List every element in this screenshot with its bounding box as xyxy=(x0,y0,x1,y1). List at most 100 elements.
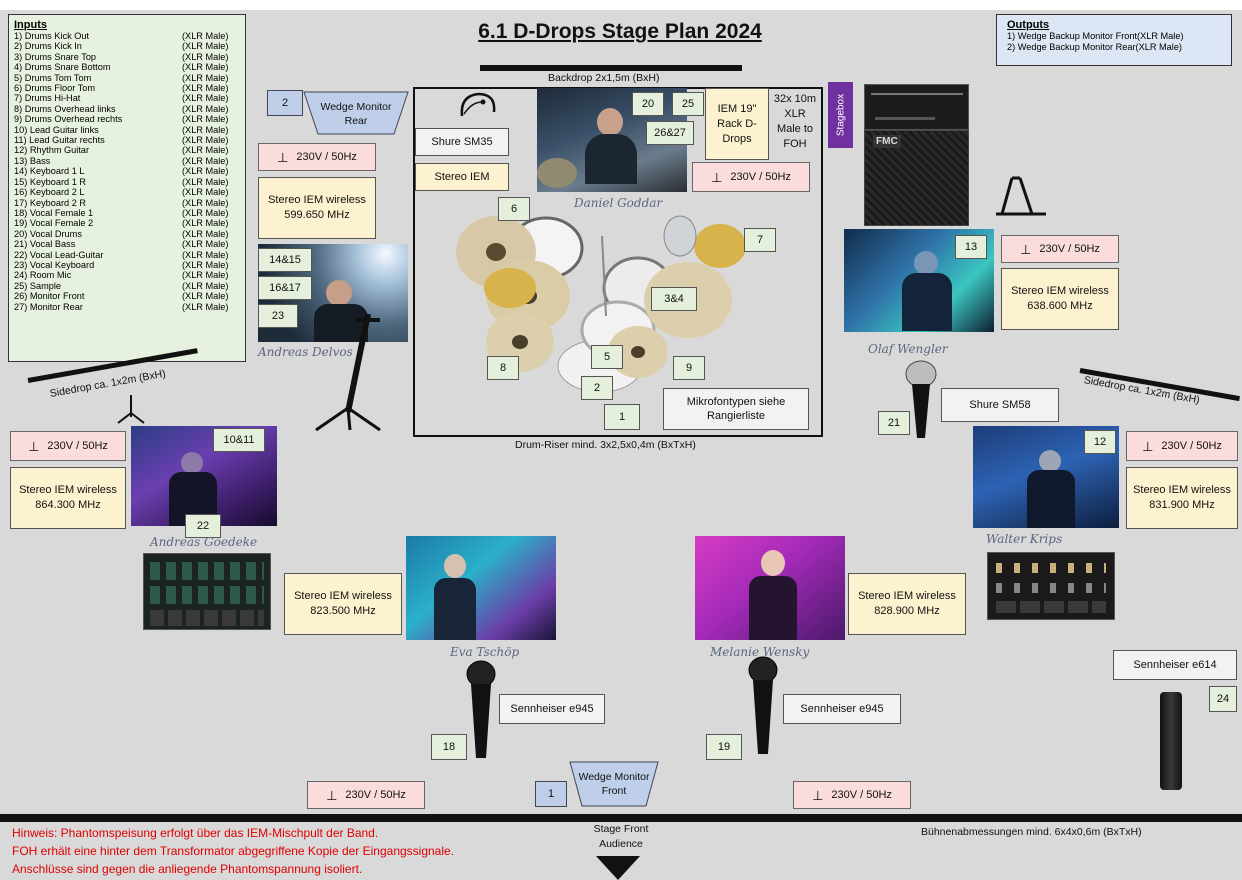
inputs-row: 8) Drums Overhead links(XLR Male) xyxy=(14,104,240,114)
iem-rack-box: IEM 19" Rack D-Drops xyxy=(705,88,769,160)
inputs-connector: (XLR Male) xyxy=(182,114,229,125)
amp-head-strip xyxy=(871,93,963,95)
note-line-2: FOH erhält eine hinter dem Transformator… xyxy=(12,844,455,858)
power-plug-icon: ⊥ xyxy=(28,438,40,454)
channel-2: 2 xyxy=(581,376,613,400)
inputs-connector: (XLR Male) xyxy=(182,145,229,156)
eva-photo xyxy=(406,536,556,640)
inputs-row: 25) Sample(XLR Male) xyxy=(14,281,240,291)
outputs-name: 2) Wedge Backup Monitor Rear xyxy=(1007,41,1136,52)
channel-9: 9 xyxy=(673,356,705,380)
singer-head xyxy=(444,554,466,578)
outputs-rows: 1) Wedge Backup Monitor Front(XLR Male)2… xyxy=(1007,31,1221,53)
inputs-name: 14) Keyboard 1 L xyxy=(14,166,85,177)
singer-head xyxy=(761,550,785,576)
power-label: 230V / 50Hz xyxy=(730,171,791,183)
backdrop-label: Backdrop 2x1,5m (BxH) xyxy=(548,72,660,84)
inputs-row: 3) Drums Snare Top(XLR Male) xyxy=(14,52,240,62)
inputs-row: 22) Vocal Lead-Guitar (XLR Male) xyxy=(14,250,240,260)
wedge-rear-number: 2 xyxy=(267,90,303,116)
mikrofontypen-note: Mikrofontypen siehe Rangierliste xyxy=(663,388,809,430)
wedge-front-shape xyxy=(569,761,659,807)
power-drums: ⊥ 230V / 50Hz xyxy=(692,162,810,192)
channel-23: 23 xyxy=(258,304,298,328)
inputs-connector: (XLR Male) xyxy=(182,301,229,312)
inputs-name: 18) Vocal Female 1 xyxy=(14,207,94,218)
e945-mic-melanie-icon xyxy=(748,656,778,754)
keyboarder-head xyxy=(326,280,352,306)
inputs-name: 3) Drums Snare Top xyxy=(14,51,97,62)
name-krips: Walter Krips xyxy=(986,532,1063,546)
sm58-mic-icon xyxy=(905,360,937,438)
amp-head-knobs xyxy=(875,117,935,120)
inputs-row: 17) Keyboard 2 R(XLR Male) xyxy=(14,198,240,208)
inputs-connector: (XLR Male) xyxy=(182,207,229,218)
inputs-name: 5) Drums Tom Tom xyxy=(14,72,92,83)
inputs-connector: (XLR Male) xyxy=(182,187,229,198)
inputs-name: 21) Vocal Bass xyxy=(14,239,76,250)
multi-effects-leds xyxy=(996,563,1106,573)
channel-26-27: 26&27 xyxy=(646,121,694,145)
singer-body xyxy=(749,576,797,640)
inputs-row: 18) Vocal Female 1 (XLR Male) xyxy=(14,208,240,218)
inputs-row: 2) Drums Kick In(XLR Male) xyxy=(14,41,240,51)
inputs-row: 24) Room Mic (XLR Male) xyxy=(14,270,240,280)
inputs-row: 1) Drums Kick Out(XLR Male) xyxy=(14,31,240,41)
outputs-connector: (XLR Male) xyxy=(1137,31,1184,41)
inputs-connector: (XLR Male) xyxy=(182,270,229,281)
drum-riser-label: Drum-Riser mind. 3x2,5x0,4m (BxTxH) xyxy=(515,439,696,451)
channel-8: 8 xyxy=(487,356,519,380)
stage-size-label: Bühnenabmessungen mind. 6x4x0,6m (BxTxH) xyxy=(921,826,1142,838)
outputs-row: 2) Wedge Backup Monitor Rear(XLR Male) xyxy=(1007,42,1221,53)
inputs-row: 11) Lead Guitar rechts(XLR Male) xyxy=(14,135,240,145)
inputs-name: 16) Keyboard 2 L xyxy=(14,187,85,198)
inputs-connector: (XLR Male) xyxy=(182,280,229,291)
wedge-rear-shape xyxy=(303,91,409,135)
inputs-connector: (XLR Male) xyxy=(182,155,229,166)
iem-olaf: Stereo IEM wireless 638.600 MHz xyxy=(1001,268,1119,330)
name-eva: Eva Tschöp xyxy=(450,645,520,659)
inputs-name: 22) Vocal Lead-Guitar xyxy=(14,249,104,260)
audience-arrow-icon xyxy=(596,856,640,880)
page-title: 6.1 D-Drops Stage Plan 2024 xyxy=(478,20,762,43)
inputs-name: 6) Drums Floor Tom xyxy=(14,83,95,94)
power-front-left: ⊥230V / 50Hz xyxy=(307,781,425,809)
power-rhythm-guitar: ⊥230V / 50Hz xyxy=(1126,431,1238,461)
stage-front-label: Stage Front xyxy=(593,823,649,835)
inputs-name: 7) Drums Hi-Hat xyxy=(14,93,81,104)
name-melanie: Melanie Wensky xyxy=(710,645,810,659)
channel-20: 20 xyxy=(632,92,664,116)
fmc-logo: FMC xyxy=(873,135,901,148)
e945-mic-eva-icon xyxy=(466,660,496,758)
headset-mic-icon xyxy=(460,92,496,117)
guitarist-body xyxy=(1027,470,1075,528)
pedalboard-row-1 xyxy=(150,562,264,580)
power-plug-icon: ⊥ xyxy=(711,169,723,185)
inputs-connector: (XLR Male) xyxy=(182,249,229,260)
inputs-row: 14) Keyboard 1 L(XLR Male) xyxy=(14,166,240,176)
stage-front-edge xyxy=(0,814,1242,822)
shure-sm58-label: Shure SM58 xyxy=(941,388,1059,422)
inputs-row: 19) Vocal Female 2(XLR Male) xyxy=(14,218,240,228)
multi-effects-switches xyxy=(996,601,1106,613)
inputs-connector: (XLR Male) xyxy=(182,239,229,250)
top-edge xyxy=(0,0,1242,10)
inputs-name: 12) Rhythm Guitar xyxy=(14,145,90,156)
goedeke-pedalboard xyxy=(143,553,271,630)
guitarist-head xyxy=(181,452,203,474)
power-front-right: ⊥230V / 50Hz xyxy=(793,781,911,809)
channel-1: 1 xyxy=(604,404,640,430)
sidedrop-left-stand xyxy=(117,395,145,424)
name-olaf: Olaf Wengler xyxy=(868,342,948,356)
inputs-row: 4) Drums Snare Bottom(XLR Male) xyxy=(14,62,240,72)
inputs-row: 9) Drums Overhead rechts(XLR Male) xyxy=(14,114,240,124)
note-line-3: Anschlüsse sind gegen die anliegende Pha… xyxy=(12,862,363,876)
iem-goedeke: Stereo IEM wireless 864.300 MHz xyxy=(10,467,126,529)
outputs-connector: (XLR Male) xyxy=(1135,41,1182,52)
melanie-photo xyxy=(695,536,845,640)
inputs-name: 24) Room Mic xyxy=(14,270,72,281)
channel-21: 21 xyxy=(878,411,910,435)
xlr-to-foh-label: 32x 10m XLR Male to FOH xyxy=(773,93,817,150)
inputs-connector: (XLR Male) xyxy=(182,31,229,41)
iem-krips: Stereo IEM wireless 831.900 MHz xyxy=(1126,467,1238,529)
